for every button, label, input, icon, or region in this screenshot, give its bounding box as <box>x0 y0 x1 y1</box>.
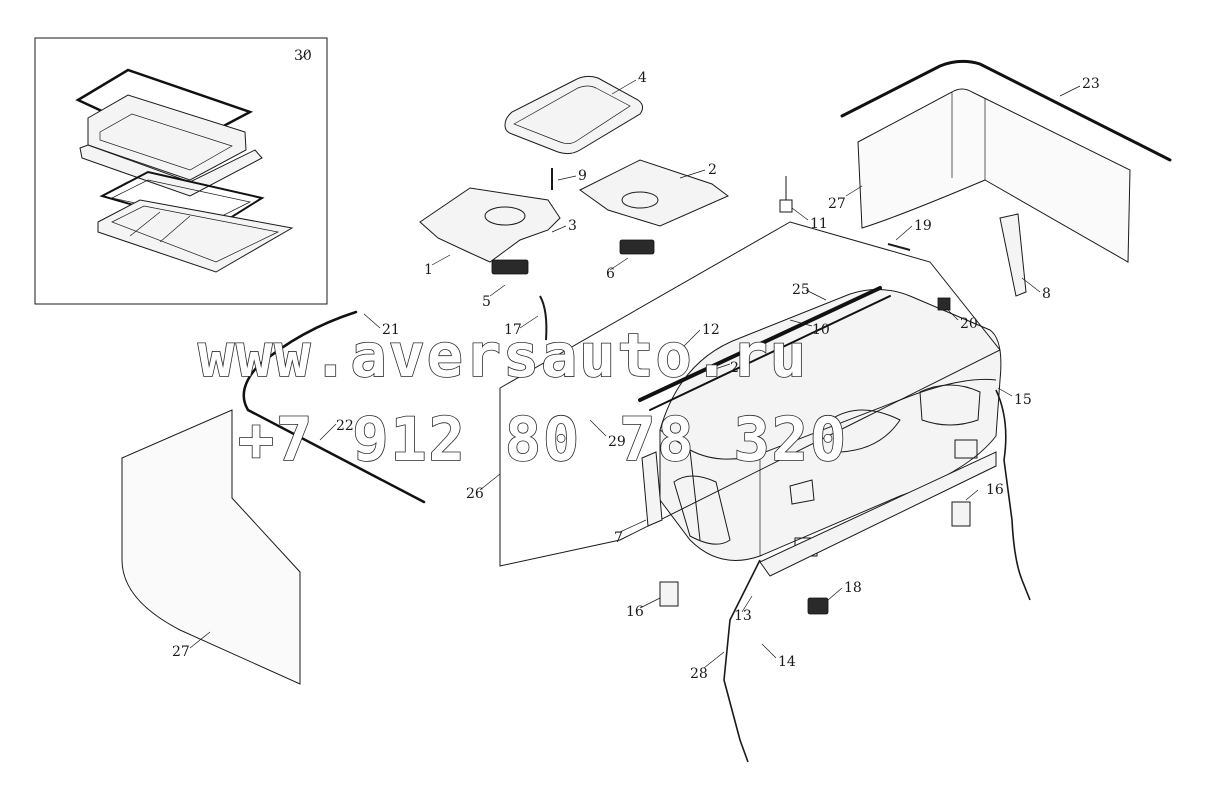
bracket-16-right <box>951 501 971 527</box>
callout-13: 13 <box>734 608 752 624</box>
watermark-phone: +7 912 80 78 320 <box>238 405 848 475</box>
antenna-11 <box>779 176 793 213</box>
callout-30: 30 <box>294 48 312 64</box>
callout-14: 14 <box>778 654 796 670</box>
wire-harness-15 <box>995 389 1031 601</box>
bracket-part-8 <box>999 213 1027 297</box>
callout-29: 29 <box>608 434 626 450</box>
callout-22: 22 <box>336 418 354 434</box>
trim-panel-2 <box>579 159 729 255</box>
bracket-7 <box>641 451 663 527</box>
callout-3: 3 <box>568 218 577 234</box>
callout-12: 12 <box>702 322 720 338</box>
clip-18 <box>807 597 829 615</box>
callout-15: 15 <box>1014 392 1032 408</box>
callout-17: 17 <box>504 322 522 338</box>
callout-labels: 1 2 3 4 5 6 7 8 9 10 11 12 13 14 15 16 1… <box>172 48 1100 682</box>
callout-1: 1 <box>424 262 433 278</box>
callout-24: 24 <box>730 360 748 376</box>
callout-7: 7 <box>614 530 623 546</box>
callout-16-right: 16 <box>986 482 1004 498</box>
roof-edge-strip <box>840 59 1172 263</box>
callout-8: 8 <box>1042 286 1051 302</box>
watermark-url: www.aversauto.ru <box>198 321 808 391</box>
side-sheet-27 <box>121 409 301 685</box>
clip-20 <box>937 297 951 311</box>
hatch-glass-part <box>504 75 644 155</box>
seal-strip-22 <box>242 310 426 504</box>
callout-26: 26 <box>466 486 484 502</box>
callout-25: 25 <box>792 282 810 298</box>
callout-27-left: 27 <box>172 644 190 660</box>
callout-2: 2 <box>708 162 717 178</box>
rod-17 <box>539 295 548 341</box>
trim-panel-1 <box>419 187 561 275</box>
callout-11: 11 <box>810 216 828 232</box>
wire-harness-28 <box>723 559 761 763</box>
callout-5: 5 <box>482 294 491 310</box>
callout-27-right: 27 <box>828 196 846 212</box>
bracket-16-left <box>659 581 679 607</box>
callout-20: 20 <box>960 316 978 332</box>
bolt-19 <box>887 243 911 251</box>
leader-lines <box>189 49 1081 669</box>
callout-6: 6 <box>606 266 615 282</box>
cab-body <box>638 286 1002 577</box>
callout-21: 21 <box>382 322 400 338</box>
watermark: www.aversauto.ru +7 912 80 78 320 <box>197 320 848 476</box>
callout-23: 23 <box>1082 76 1100 92</box>
callout-28: 28 <box>690 666 708 682</box>
callout-4: 4 <box>638 70 647 86</box>
callout-9: 9 <box>578 168 587 184</box>
callout-19: 19 <box>914 218 932 234</box>
callout-18: 18 <box>844 580 862 596</box>
headliner-sheet-26 <box>499 221 1001 567</box>
callout-16-left: 16 <box>626 604 644 620</box>
sunroof-inset <box>34 37 328 305</box>
callout-10: 10 <box>812 322 830 338</box>
